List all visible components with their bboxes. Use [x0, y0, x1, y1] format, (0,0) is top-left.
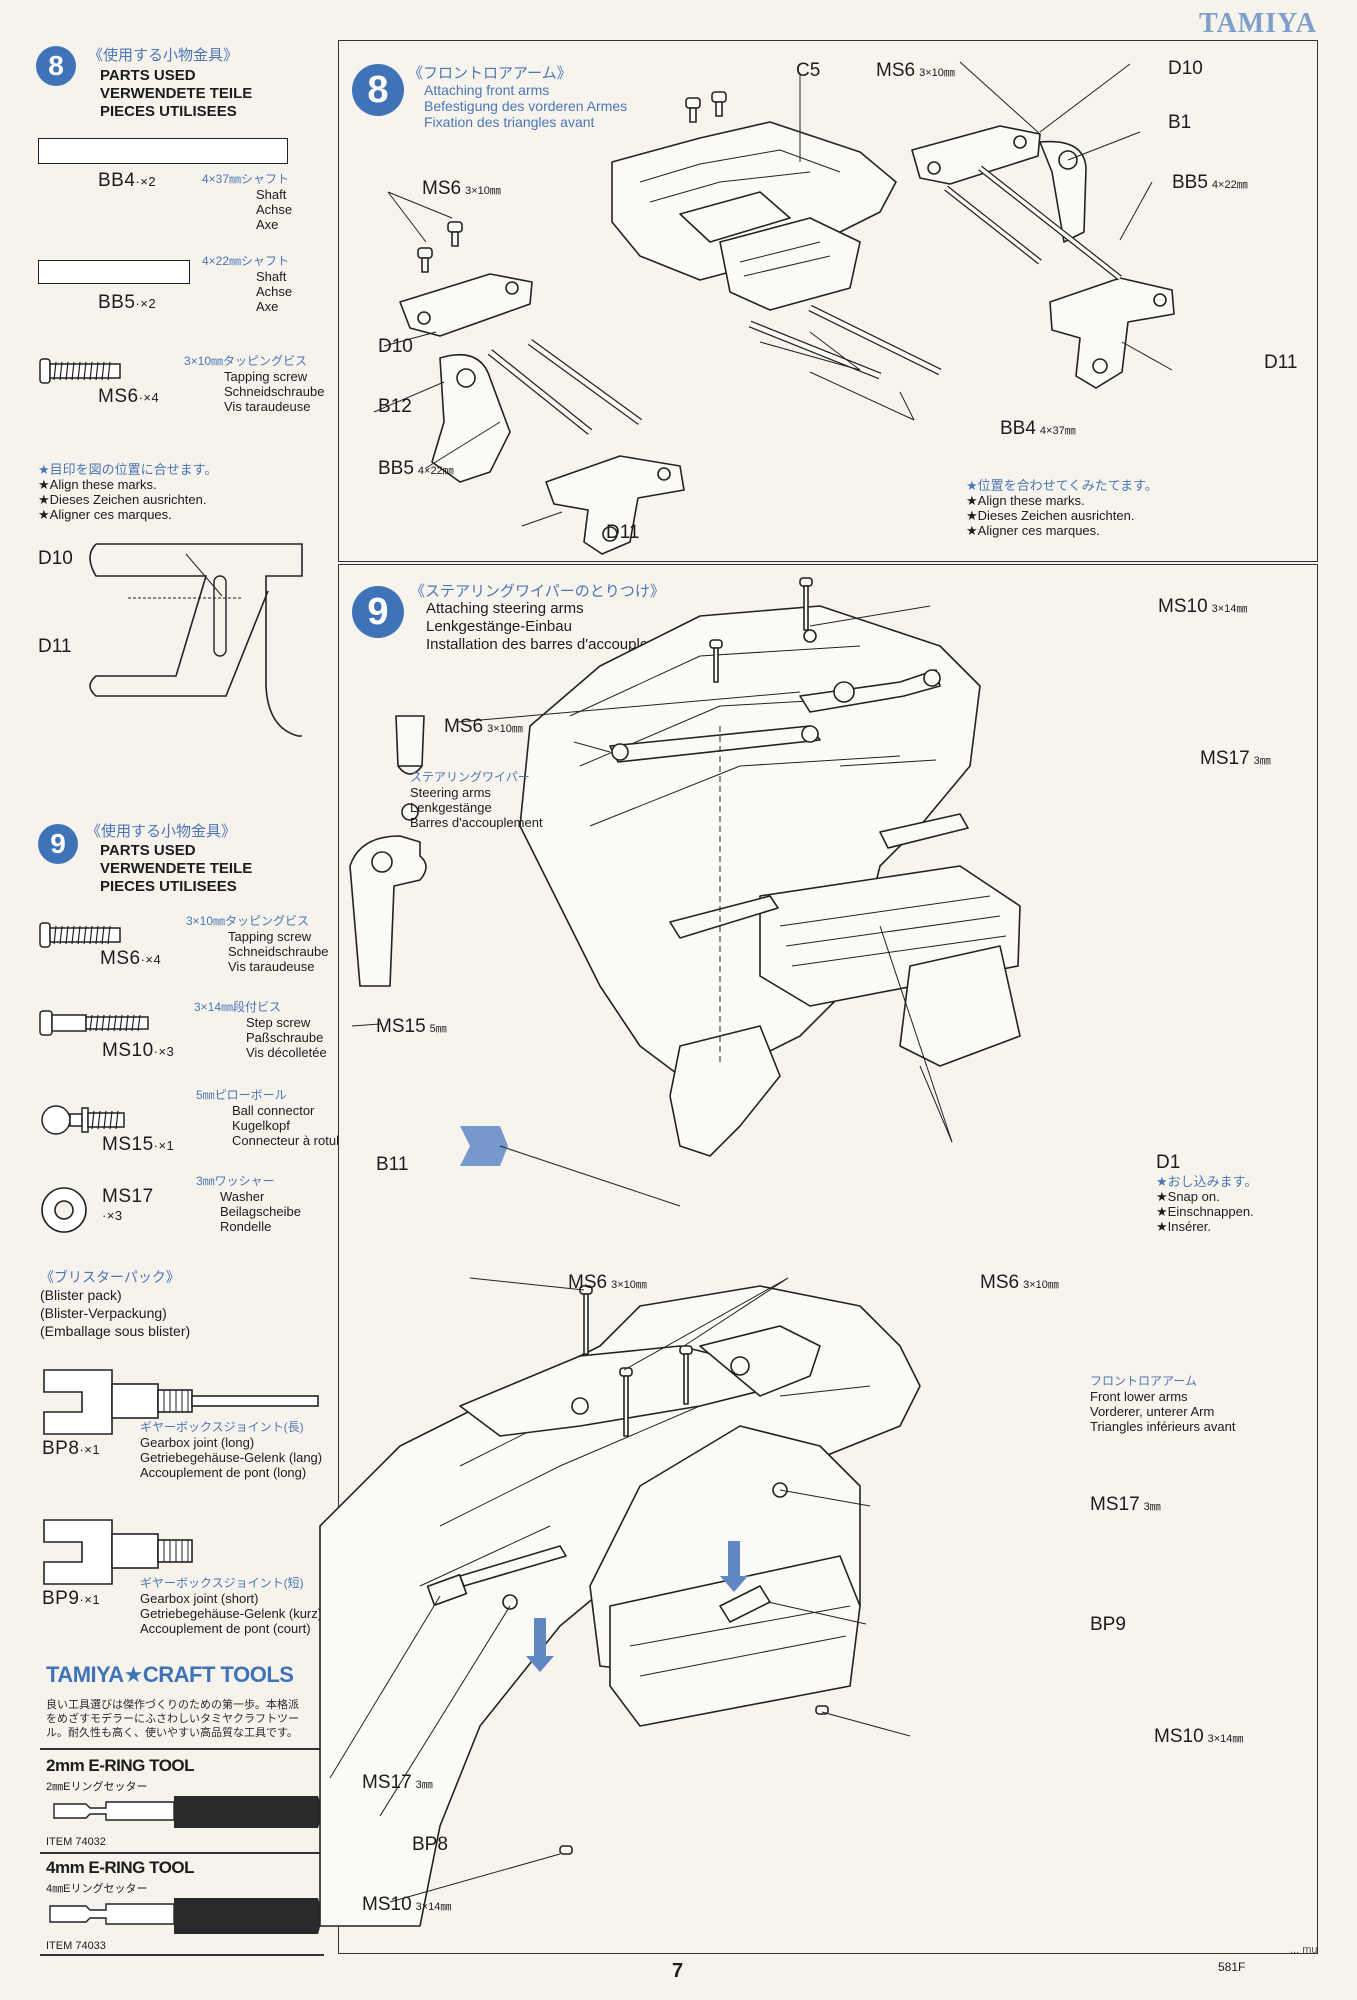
ms17-desc: 3㎜ワッシャー Washer Beilagscheibe Rondelle	[196, 1174, 301, 1234]
bb5-shaft-icon	[38, 260, 190, 284]
e-ring-tool-4mm-image	[49, 1898, 321, 1934]
step-9-panel-badge: 9	[352, 586, 404, 638]
tool-2mm-title: 2mm E-RING TOOL	[46, 1756, 195, 1775]
ms15-desc: 5㎜ピローボール Ball connector Kugelkopf Connec…	[196, 1088, 347, 1148]
footer-stub: ... mu	[1290, 1944, 1318, 1956]
step9-jp-title: 《ステアリングワイパーのとりつけ》	[410, 583, 665, 600]
align-note-step8: ★位置を合わせてくみたてます。 ★Align these marks. ★Die…	[966, 478, 1158, 538]
bb5-code: BB5·×2	[98, 292, 157, 313]
ms6-screw-icon	[39, 358, 121, 384]
step8-parts-jp-title: 《使用する小物金具》	[88, 47, 239, 64]
step8-jp-title: 《フロントロアアーム》	[408, 65, 572, 82]
e-ring-tool-2mm-image	[53, 1796, 321, 1828]
ms15-code: MS15·×1	[102, 1134, 175, 1155]
diagram-label-d10: D10	[38, 548, 73, 569]
step-8-panel-badge: 8	[352, 64, 404, 116]
step9-title: Attaching steering arms Lenkgestänge-Ein…	[426, 600, 682, 653]
tool-2mm-item: ITEM 74032	[46, 1836, 106, 1848]
bp9-gearbox-joint-short-icon	[43, 1519, 193, 1585]
bb4-shaft-icon	[38, 138, 288, 164]
step-9-badge: 9	[38, 824, 78, 864]
ms17-washer-icon	[41, 1187, 87, 1233]
bp8-desc: ギヤーボックスジョイント(長) Gearbox joint (long) Get…	[140, 1420, 323, 1480]
divider	[40, 1748, 324, 1750]
ms6-code-2: MS6·×4	[100, 948, 162, 969]
ms10-step-screw-icon	[39, 1010, 149, 1036]
blister-pack-note: 《ブリスターパック》 (Blister pack) (Blister-Verpa…	[40, 1269, 191, 1339]
craft-tools-blurb: 良い工具選びは傑作づくりのための第一歩。本格派 をめざすモデラーにふさわしいタミ…	[46, 1699, 299, 1739]
ms17-code: MS17 ·×3	[102, 1186, 154, 1223]
steering-arms-note: ステアリングワイパー Steering arms Lenkgestänge Ba…	[410, 770, 543, 830]
label-d10-left: D10	[378, 336, 413, 357]
label-bp9: BP9	[1090, 1614, 1126, 1635]
step9-parts-jp-title: 《使用する小物金具》	[86, 823, 237, 840]
front-lower-arms-note: フロントロアアーム Front lower arms Vorderer, unt…	[1090, 1374, 1236, 1434]
ms15-ball-connector-icon	[41, 1105, 125, 1135]
ms10-desc: 3×14㎜段付ビス Step screw Paßschraube Vis déc…	[194, 1000, 327, 1060]
step9-steering-arms-assembly-drawing	[319, 577, 1021, 1927]
step9-parts-title: PARTS USED VERWENDETE TEILE PIECES UTILI…	[100, 842, 253, 895]
snap-on-note: ★おし込みます。 ★Snap on. ★Einschnappen. ★Insér…	[1156, 1174, 1258, 1234]
ms6-desc-2: 3×10㎜タッピングビス Tapping screw Schneidschrau…	[186, 914, 329, 974]
bb4-code: BB4·×2	[98, 170, 157, 191]
bb5-desc: 4×22㎜シャフト Shaft Achse Axe	[202, 254, 293, 314]
tool-4mm-jp: 4㎜Eリングセッター	[46, 1883, 148, 1895]
label-b1: B1	[1168, 112, 1192, 133]
align-marks-note: ★目印を図の位置に合せます。 ★Align these marks. ★Dies…	[38, 462, 218, 522]
label-b12: B12	[378, 396, 412, 417]
ms6-code: MS6·×4	[98, 386, 160, 407]
page-number: 7	[672, 1960, 684, 1982]
step8-title: Attaching front arms Befestigung des vor…	[424, 82, 628, 130]
diagram-label-d11: D11	[38, 636, 72, 657]
ms6-screw-icon-2	[39, 922, 121, 948]
brand-logo: TAMIYA	[1198, 8, 1317, 39]
bp8-code: BP8·×1	[42, 1438, 101, 1459]
label-d10-top: D10	[1168, 58, 1203, 79]
tool-2mm-jp: 2㎜Eリングセッター	[46, 1781, 148, 1793]
label-d11-right: D11	[1264, 352, 1298, 373]
bp9-code: BP9·×1	[42, 1588, 101, 1609]
divider	[40, 1954, 324, 1956]
step8-front-arms-assembly-drawing	[373, 61, 1175, 555]
label-c5: C5	[796, 60, 821, 81]
align-marks-diagram	[89, 543, 303, 737]
tool-4mm-item: ITEM 74033	[46, 1940, 106, 1952]
bb4-desc: 4×37㎜シャフト Shaft Achse Axe	[202, 172, 293, 232]
tool-4mm-title: 4mm E-RING TOOL	[46, 1858, 195, 1877]
document-code: 581F	[1218, 1960, 1246, 1974]
bp9-desc: ギヤーボックスジョイント(短) Gearbox joint (short) Ge…	[140, 1576, 323, 1636]
bp8-gearbox-joint-long-icon	[43, 1369, 319, 1435]
label-d11-bottom: D11	[606, 522, 640, 543]
step8-parts-title: PARTS USED VERWENDETE TEILE PIECES UTILI…	[100, 67, 253, 120]
label-d1: D1	[1156, 1152, 1181, 1173]
step-8-badge: 8	[36, 46, 76, 86]
ms6-desc: 3×10㎜タッピングビス Tapping screw Schneidschrau…	[184, 354, 325, 414]
label-bp8: BP8	[412, 1834, 448, 1855]
divider	[40, 1852, 324, 1854]
craft-tools-title: TAMIYA★CRAFT TOOLS	[46, 1662, 294, 1687]
ms10-code: MS10·×3	[102, 1040, 175, 1061]
label-b11: B11	[376, 1154, 409, 1175]
